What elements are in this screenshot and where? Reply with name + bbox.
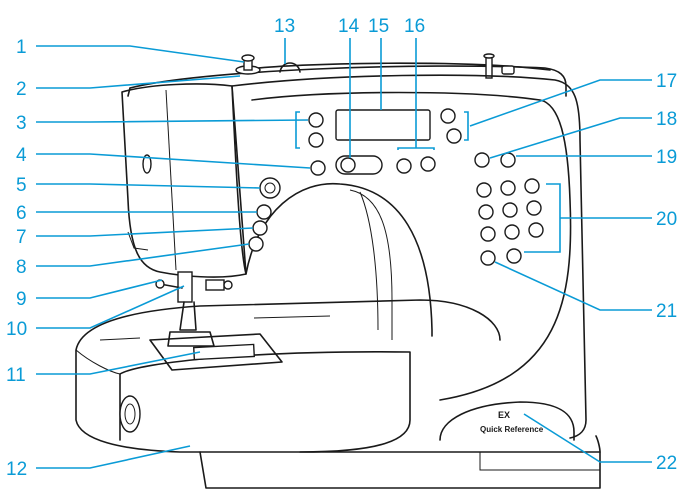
face-plate — [121, 83, 247, 278]
thread-guide — [279, 62, 301, 73]
button-7 — [252, 220, 268, 236]
leader-lines — [36, 38, 652, 469]
button-16b — [420, 156, 436, 172]
callout-21: 21 — [656, 301, 677, 322]
button-17a — [440, 108, 456, 124]
callout-8: 8 — [16, 257, 27, 278]
callout-9: 9 — [16, 289, 27, 310]
callout-4: 4 — [16, 145, 27, 166]
lcd-display — [335, 109, 431, 141]
needle-assembly — [155, 271, 233, 347]
button-16a — [396, 158, 412, 174]
callout-12: 12 — [6, 459, 27, 480]
button-21 — [480, 250, 496, 266]
callout-13: 13 — [274, 16, 295, 37]
callout-6: 6 — [16, 203, 27, 224]
callout-19: 19 — [656, 147, 677, 168]
control-buttons — [248, 108, 544, 266]
button-19 — [500, 152, 516, 168]
bobbin-winder — [483, 53, 515, 79]
button-3a — [308, 112, 324, 128]
end-knob — [119, 395, 141, 433]
callout-15: 15 — [368, 16, 389, 37]
callout-7: 7 — [16, 227, 27, 248]
callout-22: 22 — [656, 453, 677, 474]
callout-1: 1 — [16, 37, 27, 58]
quick-reference-panel — [439, 401, 575, 441]
button-8 — [248, 236, 264, 252]
callout-11: 11 — [6, 365, 26, 386]
button-5 — [259, 177, 281, 199]
button-17b — [446, 128, 462, 144]
button-18 — [474, 152, 490, 168]
quick-reference-text: Quick Reference — [480, 425, 544, 434]
callout-16: 16 — [404, 16, 425, 37]
callout-20: 20 — [656, 209, 677, 230]
button-6 — [256, 204, 272, 220]
button-4 — [310, 160, 326, 176]
callout-3: 3 — [16, 113, 27, 134]
callout-14: 14 — [338, 16, 360, 37]
callout-10: 10 — [6, 319, 27, 340]
button-3b — [308, 132, 324, 148]
callout-labels: 1 2 3 4 5 6 7 8 9 10 11 12 13 14 15 16 1… — [6, 16, 677, 480]
machine-illustration: EX Quick Reference — [75, 53, 601, 489]
face-plate-screw — [142, 154, 152, 174]
callout-17: 17 — [656, 71, 677, 92]
callout-2: 2 — [16, 79, 27, 100]
needle-plate — [99, 315, 331, 371]
top-cover — [127, 65, 567, 97]
spool-pin — [235, 54, 261, 75]
machine-arm — [231, 74, 587, 439]
logo-mark: EX — [498, 410, 510, 420]
callout-5: 5 — [16, 175, 27, 196]
callout-18: 18 — [656, 109, 677, 130]
